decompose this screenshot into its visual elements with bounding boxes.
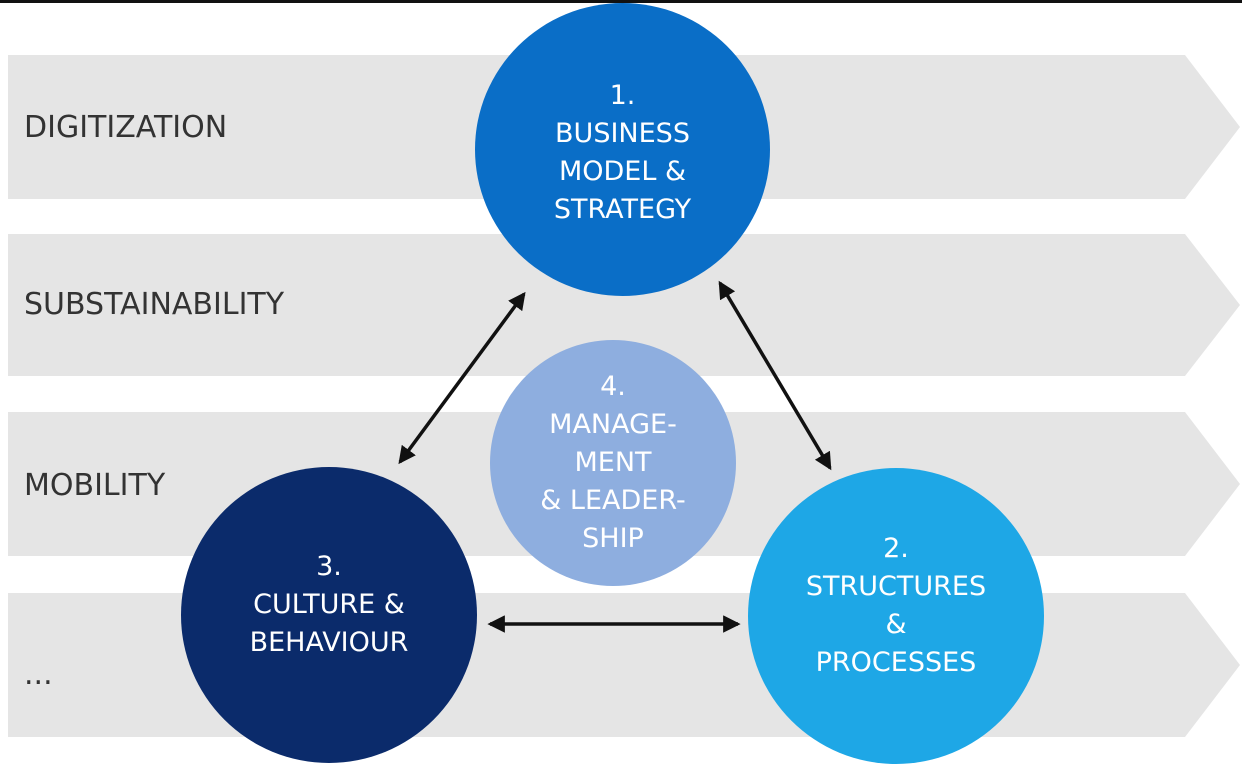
circle-line: 3.	[316, 551, 342, 582]
management-leadership-circle: 4. MANAGE- MENT & LEADER- SHIP	[490, 340, 736, 586]
circle-line: 1.	[609, 79, 636, 111]
circle-line: BEHAVIOUR	[249, 627, 409, 658]
circle-line: MANAGE-	[549, 409, 677, 440]
top-border-line	[0, 0, 1242, 3]
circle-line: 4.	[600, 371, 626, 402]
business-model-strategy-circle: 1. BUSINESS MODEL & STRATEGY	[475, 3, 770, 296]
band-label-more: ...	[24, 657, 53, 692]
circle-line: PROCESSES	[815, 647, 977, 678]
circle-line: 2.	[883, 533, 909, 564]
band-label-sustainability: SUBSTAINABILITY	[24, 287, 285, 322]
band-label-mobility: MOBILITY	[24, 468, 166, 503]
band-label-digitization: DIGITIZATION	[24, 110, 228, 145]
band-sustainability	[8, 234, 1240, 376]
circle-line: &	[885, 609, 907, 640]
circle-line: STRUCTURES	[805, 571, 987, 602]
circle-line: CULTURE &	[253, 589, 405, 620]
circle-line: MODEL &	[558, 155, 687, 187]
arrow-strategy-structures	[718, 280, 832, 471]
circle-line: MENT	[574, 447, 652, 478]
circle-line: SHIP	[582, 523, 644, 554]
arrow-strategy-culture	[398, 291, 526, 465]
circle-line: BUSINESS	[555, 117, 690, 149]
circle-line: STRATEGY	[553, 193, 692, 225]
circle-line: & LEADER-	[540, 485, 686, 516]
structures-processes-circle: 2. STRUCTURES & PROCESSES	[748, 468, 1044, 764]
culture-behaviour-circle: 3. CULTURE & BEHAVIOUR	[181, 467, 477, 763]
